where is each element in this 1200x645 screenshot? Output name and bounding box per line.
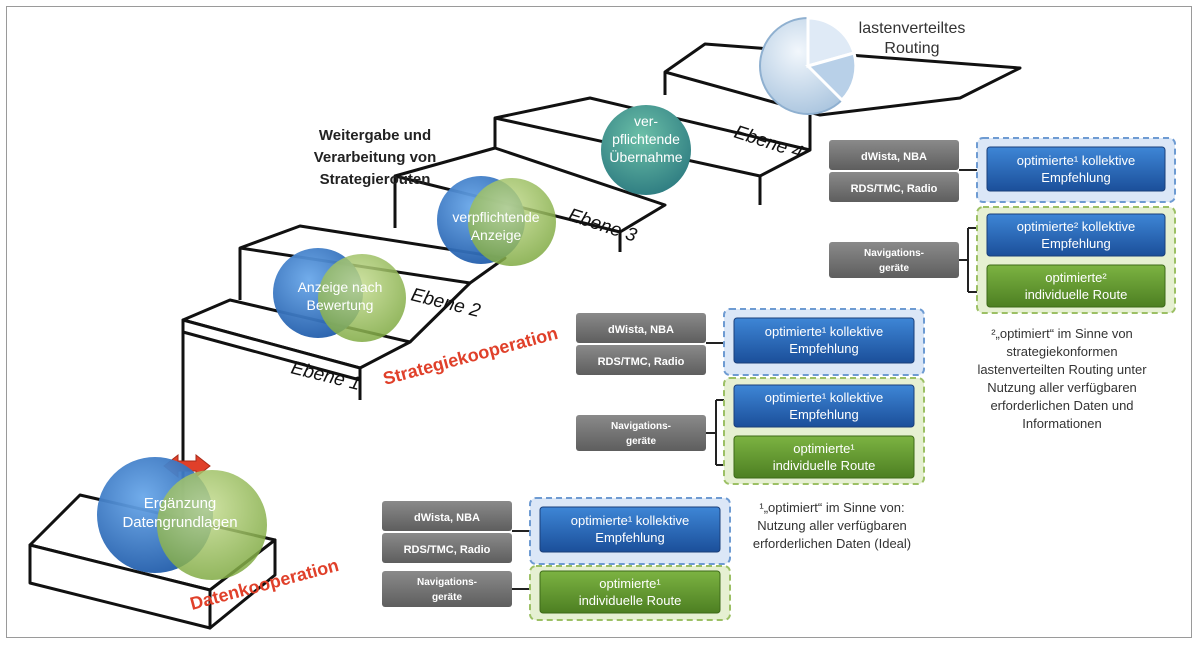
block-bottom: dWista, NBA RDS/TMC, Radio optimierte¹ k… [382,497,731,621]
source-nav-line2-mid: geräte [626,436,656,447]
output-individuell-bottom: optimierte¹ [599,576,661,591]
source-nav-line2-bottom: geräte [432,592,462,603]
pie-chart-icon [759,16,858,115]
circle-1-line2: Datengrundlagen [122,514,237,531]
output-kollektiv-mid2: optimierte¹ kollektive [765,390,884,405]
diagram-frame [6,6,1192,638]
top-title-line2: Routing [884,40,939,57]
source-nav-line2-top: geräte [879,263,909,274]
source-nav-line1-bottom: Navigations- [417,577,477,588]
source-nav-line1-top: Navigations- [864,248,924,259]
circle-3-line2: Anzeige [471,227,522,243]
strategy-caption-line1: Weitergabe und [319,127,431,144]
strategy-caption-line3: Strategierouten [320,171,431,188]
footnote-2-line1: ²„optimiert“ im Sinne von [991,326,1133,341]
output-route-bottom: individuelle Route [579,593,682,608]
footnote-1-line1: ¹„optimiert“ im Sinne von: [759,500,904,515]
source-nav-line1-mid: Navigations- [611,421,671,432]
circle-pair-3: verpflichtende Anzeige [437,176,556,266]
block-middle: dWista, NBA RDS/TMC, Radio optimierte¹ k… [576,308,925,485]
footnote-2-line6: Informationen [1022,416,1102,431]
footnote-2-line2: strategiekonformen [1006,344,1117,359]
footnote-2: ²„optimiert“ im Sinne von strategiekonfo… [977,326,1147,431]
circle-3-line1: verpflichtende [452,209,539,225]
circle-pair-2: Anzeige nach Bewertung [273,248,406,342]
source-rds-mid: RDS/TMC, Radio [598,356,685,368]
top-title-line1: lastenverteiltes [859,20,966,37]
footnote-2-line5: erforderlichen Daten und [990,398,1133,413]
source-dwista: dWista, NBA [414,512,480,524]
footnote-2-line4: Nutzung aller verfügbaren [987,380,1137,395]
output-kollektiv-mid: optimierte¹ kollektive [765,324,884,339]
level-label-2: Ebene 2 [409,284,483,322]
circle-4: ver- pflichtende Übernahme [601,105,691,195]
circle-1-line1: Ergänzung [144,495,217,512]
output-individuell2-top: optimierte² [1045,270,1107,285]
output-route-mid: individuelle Route [773,458,876,473]
circle-pair-1: Ergänzung Datengrundlagen [97,457,267,580]
footnote-1-line2: Nutzung aller verfügbaren [757,518,907,533]
label-strategiekooperation: Strategiekooperation [381,323,560,389]
output-individuell-mid: optimierte¹ [793,441,855,456]
strategy-caption-line2: Verarbeitung von [314,149,437,166]
source-rds-top: RDS/TMC, Radio [851,183,938,195]
output-route-top: individuelle Route [1025,287,1128,302]
output-empfehlung2-top: Empfehlung [1041,236,1110,251]
footnote-1: ¹„optimiert“ im Sinne von: Nutzung aller… [753,500,911,551]
block-top: dWista, NBA RDS/TMC, Radio optimierte¹ k… [829,137,1176,314]
circle-4-line3: Übernahme [609,148,682,165]
output-empfehlung-mid2: Empfehlung [789,407,858,422]
output-kollektiv-top: optimierte¹ kollektive [1017,153,1136,168]
circle-2-line1: Anzeige nach [298,279,383,295]
source-rds: RDS/TMC, Radio [404,544,491,556]
source-dwista-top: dWista, NBA [861,151,927,163]
output-kollektiv2-top: optimierte² kollektive [1017,219,1136,234]
circle-4-line1: ver- [634,113,658,129]
output-kollektiv-bottom: optimierte¹ kollektive [571,513,690,528]
source-dwista-mid: dWista, NBA [608,324,674,336]
circle-2-line2: Bewertung [307,297,374,313]
circle-4-line2: pflichtende [612,131,680,147]
footnote-1-line3: erforderlichen Daten (Ideal) [753,536,911,551]
output-empfehlung-top: Empfehlung [1041,170,1110,185]
output-empfehlung-mid: Empfehlung [789,341,858,356]
output-empfehlung-bottom: Empfehlung [595,530,664,545]
footnote-2-line3: lastenverteilten Routing unter [977,362,1147,377]
